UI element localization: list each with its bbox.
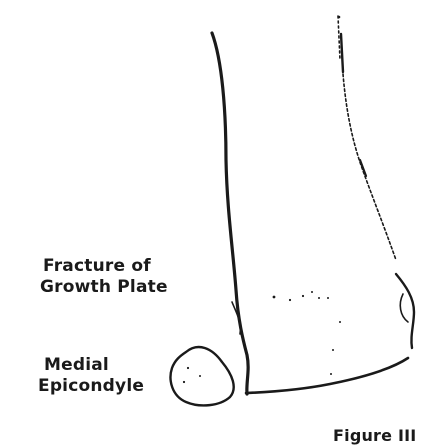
humerus-right-outline-dashed: [338, 16, 340, 60]
medial-epicondyle-fragment: [171, 347, 234, 405]
fragment-texture: [183, 367, 201, 383]
fracture-label-line1: Fracture of: [43, 256, 168, 277]
lateral-condyle-outline: [396, 274, 414, 348]
figure-caption: Figure III: [333, 425, 416, 446]
humerus-left-outline: [212, 33, 248, 394]
lateral-condyle-tip: [400, 294, 408, 322]
fracture-label: Fracture of Growth Plate: [43, 256, 168, 298]
medial-epicondyle-label: Medial Epicondyle: [38, 355, 144, 397]
medial-label-line2: Epicondyle: [38, 376, 144, 397]
humerus-right-outline-accent: [360, 160, 366, 176]
medial-label-line1: Medial: [44, 355, 144, 376]
humerus-right-outline: [341, 34, 343, 72]
fracture-label-line2: Growth Plate: [40, 277, 168, 298]
fracture-line-dots: [273, 16, 341, 375]
humerus-bottom-outline: [246, 358, 408, 393]
humerus-right-outline-lower: [343, 74, 396, 260]
